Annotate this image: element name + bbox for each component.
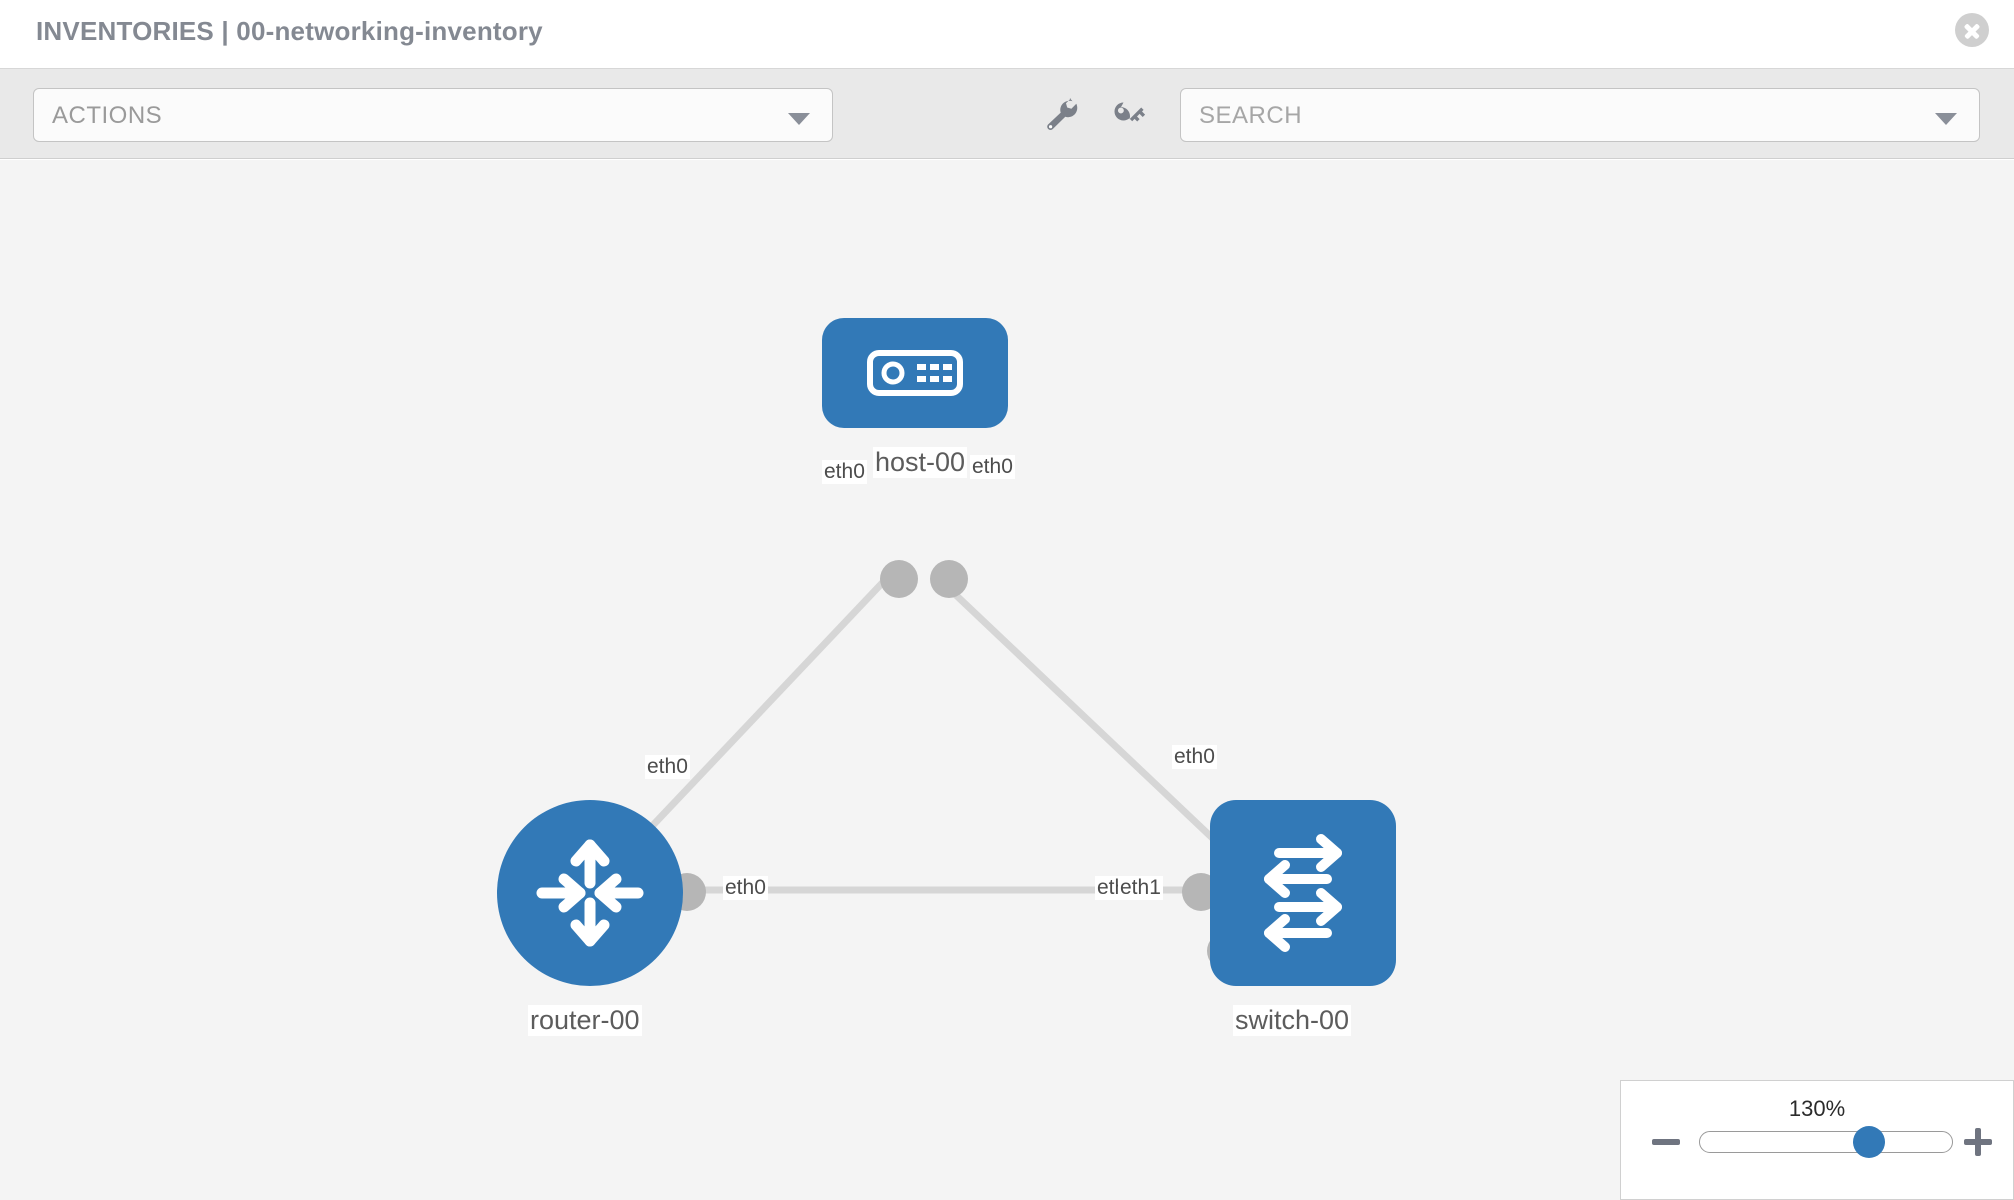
- actions-dropdown[interactable]: ACTIONS: [33, 88, 833, 142]
- topology-canvas[interactable]: host-00 eth0 eth0: [0, 160, 2014, 1200]
- page-title: INVENTORIES | 00-networking-inventory: [36, 16, 543, 46]
- connector-handle-host-left[interactable]: [880, 560, 918, 598]
- zoom-out-button[interactable]: [1649, 1125, 1683, 1159]
- host-node-shape: [822, 318, 1008, 428]
- iface-label-host-left: eth0: [822, 460, 867, 484]
- page-header: INVENTORIES | 00-networking-inventory: [0, 0, 2014, 69]
- chevron-down-icon: [1935, 113, 1957, 125]
- search-input[interactable]: SEARCH: [1180, 88, 1980, 142]
- iface-label-switch-left: eth1: [1118, 876, 1163, 900]
- zoom-control-panel: 130%: [1620, 1080, 2014, 1200]
- node-label-switch-00: switch-00: [1233, 1005, 1352, 1036]
- node-host-00[interactable]: [822, 318, 1008, 498]
- close-icon[interactable]: [1955, 13, 1989, 47]
- router-arrows-icon: [536, 839, 644, 947]
- node-label-host-00: host-00: [873, 447, 968, 478]
- link-host-router: [617, 577, 888, 863]
- link-host-switch: [937, 577, 1228, 853]
- key-icon[interactable]: [1110, 97, 1152, 135]
- zoom-slider-handle[interactable]: [1852, 1126, 1885, 1158]
- toolbar: ACTIONS SEARCH: [0, 69, 2014, 159]
- iface-label-router-up: eth0: [645, 755, 690, 779]
- iface-label-router-right: eth0: [723, 876, 768, 900]
- zoom-percent-label: 130%: [1788, 1096, 1846, 1121]
- actions-dropdown-label: ACTIONS: [52, 102, 163, 129]
- connector-handle-host-right[interactable]: [930, 560, 968, 598]
- node-router-00[interactable]: [497, 800, 683, 986]
- wrench-icon[interactable]: [1042, 97, 1084, 135]
- iface-label-switch-up: eth0: [1172, 745, 1217, 769]
- search-placeholder: SEARCH: [1199, 102, 1303, 129]
- switch-arrows-icon: [1264, 834, 1342, 952]
- node-switch-00[interactable]: [1210, 800, 1396, 986]
- topology-links: [617, 577, 1228, 894]
- router-node-shape: [497, 800, 683, 986]
- server-icon: [867, 350, 963, 396]
- switch-node-shape: [1210, 800, 1396, 986]
- zoom-in-button[interactable]: [1961, 1125, 1995, 1159]
- node-label-router-00: router-00: [528, 1005, 642, 1036]
- chevron-down-icon: [788, 113, 810, 125]
- iface-label-host-right: eth0: [970, 455, 1015, 479]
- zoom-slider[interactable]: [1699, 1126, 1953, 1158]
